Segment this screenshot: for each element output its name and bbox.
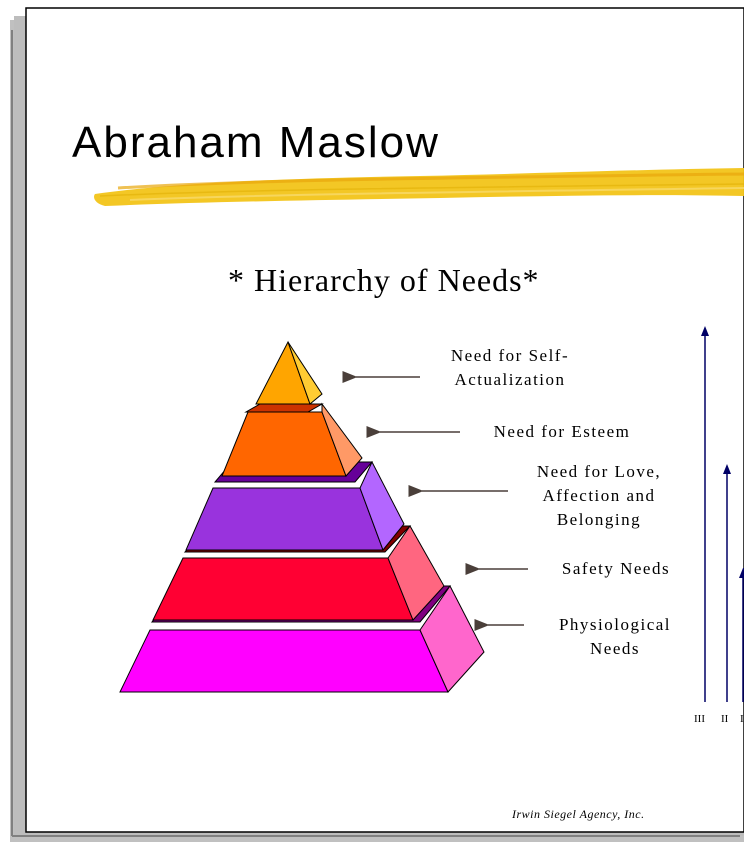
pyramid-level-self-actualization xyxy=(255,340,323,405)
slide-subtitle: * Hierarchy of Needs* xyxy=(228,262,540,298)
level-label-iii: III xyxy=(694,713,705,725)
slide-title: Abraham Maslow xyxy=(72,118,440,167)
level-label-ii: II xyxy=(721,713,729,725)
label-safety: Safety Needs xyxy=(561,559,671,578)
pyramid-level-esteem xyxy=(221,402,363,477)
label-self-actualization: Need for Self- Actualization xyxy=(450,346,570,389)
label-esteem: Need for Esteem xyxy=(493,422,631,441)
label-physiological: Physiological Needs xyxy=(558,615,672,658)
level-label-i: I xyxy=(740,713,744,725)
footer-agency-name: Irwin Siegel Agency, Inc. xyxy=(512,807,645,821)
label-love-affection-belonging: Need for Love, Affection and Belonging xyxy=(536,462,662,529)
